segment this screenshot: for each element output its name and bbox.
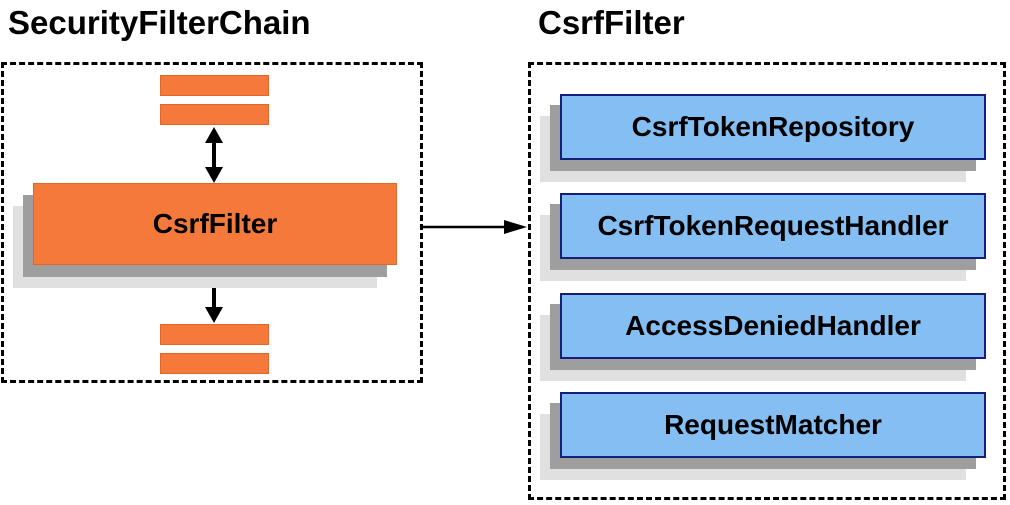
csrf-filter-node-label: CsrfFilter bbox=[152, 208, 278, 239]
component-label: CsrfTokenRequestHandler bbox=[597, 210, 949, 241]
security-filter-chain-title: SecurityFilterChain bbox=[8, 4, 311, 41]
component-label: CsrfTokenRepository bbox=[631, 111, 915, 142]
double-arrow-icon bbox=[205, 267, 223, 323]
component-box-csrf-token-repository: CsrfTokenRepository bbox=[560, 94, 986, 160]
filter-chain-bar bbox=[160, 104, 269, 125]
component-box-request-matcher: RequestMatcher bbox=[560, 392, 986, 458]
filter-chain-bar bbox=[160, 324, 269, 345]
component-label: RequestMatcher bbox=[664, 409, 882, 440]
component-label: AccessDeniedHandler bbox=[625, 310, 921, 341]
csrf-filter-node: CsrfFilter bbox=[33, 183, 397, 265]
security-filter-chain-boundary bbox=[1, 62, 423, 383]
csrf-filter-boundary bbox=[528, 62, 1006, 500]
component-box-access-denied-handler: AccessDeniedHandler bbox=[560, 293, 986, 359]
filter-chain-bar bbox=[160, 353, 269, 374]
filter-chain-bar bbox=[160, 75, 269, 96]
component-box-csrf-token-request-handler: CsrfTokenRequestHandler bbox=[560, 193, 986, 259]
double-arrow-icon bbox=[205, 127, 223, 183]
right-arrow-icon bbox=[423, 220, 527, 234]
csrf-filter-title: CsrfFilter bbox=[538, 4, 685, 41]
